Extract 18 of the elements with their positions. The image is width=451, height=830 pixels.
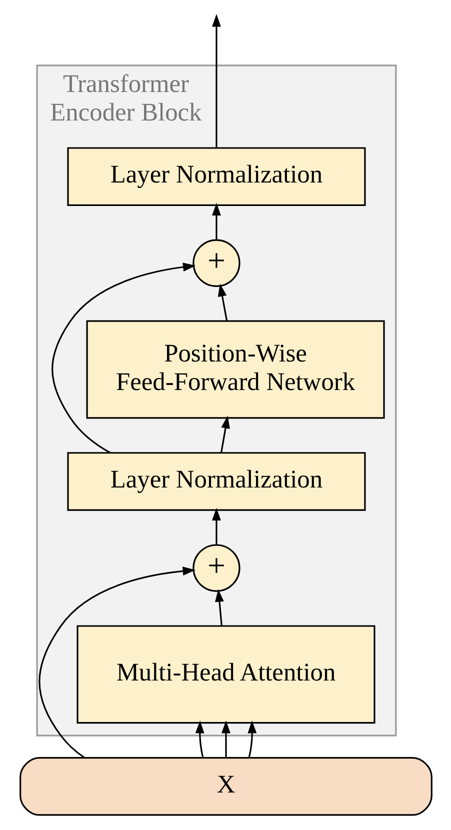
arrow: [214, 589, 224, 626]
arrow: [212, 508, 220, 545]
node-box: Multi-Head Attention: [76, 625, 375, 724]
arrow: [220, 416, 230, 453]
arrow: [194, 720, 204, 758]
arrow: [212, 14, 220, 148]
arrow: [51, 262, 196, 454]
node-circle: +: [192, 544, 240, 592]
arrow: [217, 284, 228, 321]
arrow: [38, 566, 195, 758]
node-box: Layer Normalization: [66, 452, 366, 511]
node-circle: +: [192, 239, 240, 287]
node-box: Position-Wise Feed-Forward Network: [86, 320, 384, 419]
arrow: [247, 720, 256, 758]
arrow: [212, 202, 220, 240]
arrow: [221, 720, 230, 758]
node-box: Layer Normalization: [66, 147, 366, 206]
node-box: X: [19, 757, 432, 816]
